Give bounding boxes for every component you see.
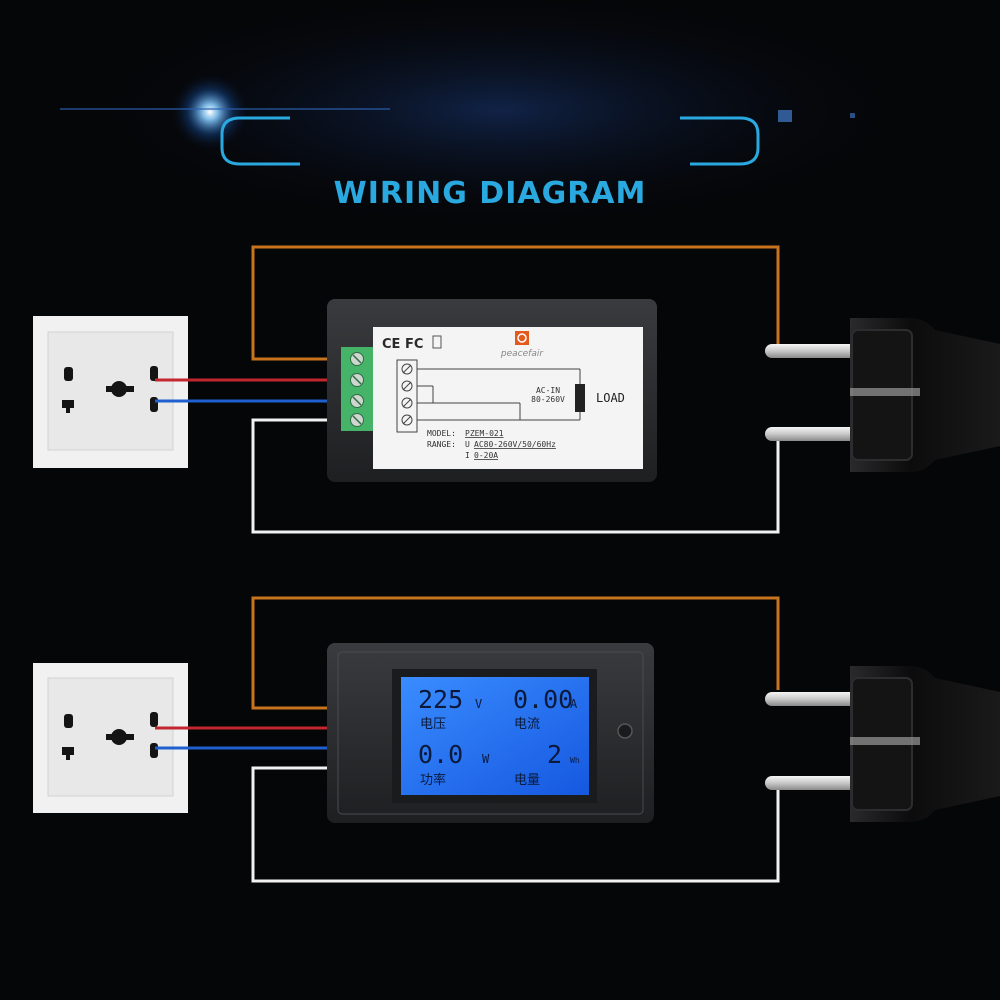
plug-pin-upper [765, 344, 863, 358]
range-current: 0-20A [474, 451, 498, 460]
model-label: MODEL: [427, 429, 456, 438]
header-decoration: WIRING DIAGRAM [60, 0, 920, 230]
plug-pin-lower [765, 427, 863, 441]
header-bracket-left [220, 116, 300, 166]
plug-pin-lower [765, 776, 863, 790]
lcd-screen [401, 677, 589, 795]
range-current-prefix: I [465, 451, 470, 460]
wall-socket-bottom [33, 663, 188, 813]
brand-name: peacefair [500, 349, 544, 359]
ac-in-range: 80-260V [531, 395, 565, 404]
ac-in-label: AC-IN [536, 386, 560, 395]
range-voltage: AC80-260V/50/60Hz [474, 440, 556, 449]
current-unit: A [570, 697, 578, 711]
meter-front: 225 V 电压 0.00 A 电流 0.0 W 功率 2 Wh 电量 [327, 643, 654, 823]
peacefair-logo-icon [515, 331, 529, 345]
energy-unit: Wh [570, 756, 580, 765]
load-resistor-icon [575, 384, 585, 412]
energy-label: 电量 [514, 773, 540, 788]
schematic [396, 359, 581, 433]
power-unit: W [482, 752, 490, 766]
power-plug-top [765, 318, 1000, 472]
white-loop-wire-top [251, 418, 780, 534]
power-plug-bottom [765, 666, 1000, 822]
load-label: LOAD [596, 391, 625, 405]
voltage-value: 225 [418, 685, 463, 714]
orange-loop-wire-top [251, 245, 780, 361]
certification-marks: CE FC [382, 337, 423, 352]
model-value: PZEM-021 [465, 429, 504, 438]
bottom-wiring-section: 225 V 电压 0.00 A 电流 0.0 W 功率 2 Wh 电量 [33, 596, 1000, 883]
plug-pin-upper [765, 692, 863, 706]
power-value: 0.0 [418, 740, 463, 769]
range-voltage-prefix: U [465, 440, 470, 449]
voltage-label: 电压 [420, 717, 446, 732]
top-wiring-section: CE FC peacefair [33, 245, 1000, 534]
power-label: 功率 [420, 772, 446, 788]
range-label: RANGE: [427, 440, 456, 449]
wall-socket-top [33, 316, 188, 468]
weee-bin-icon [432, 335, 442, 349]
light-flare-icon [172, 74, 248, 150]
orange-loop-wire-bottom [251, 596, 780, 710]
reset-button[interactable] [617, 723, 633, 739]
meter-back: CE FC peacefair [327, 299, 657, 482]
white-loop-wire-bottom [251, 766, 780, 883]
header-bracket-right [680, 116, 760, 166]
current-label: 电流 [514, 717, 540, 732]
energy-value: 2 [547, 740, 562, 769]
diagram-title: WIRING DIAGRAM [334, 176, 647, 211]
voltage-unit: V [475, 697, 482, 711]
current-value: 0.00 [513, 685, 573, 714]
